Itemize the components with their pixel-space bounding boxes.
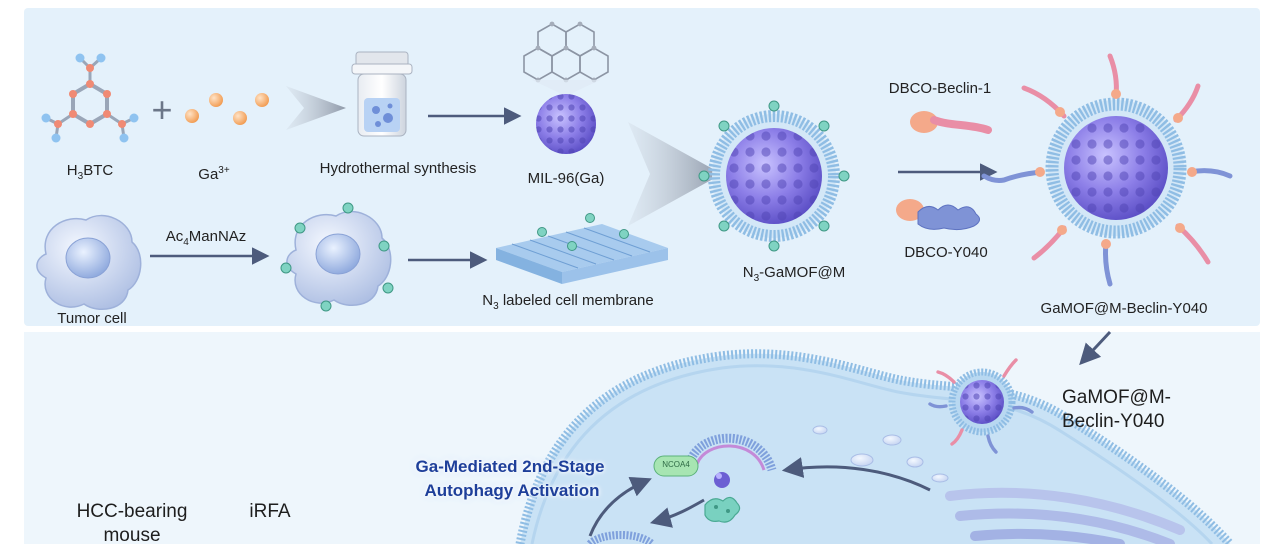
reactor-vessel — [351, 51, 413, 137]
er-stack-1 — [945, 487, 1185, 535]
cell-membrane — [515, 349, 1234, 544]
arrow-phagophore-down — [649, 498, 705, 528]
vesicles — [812, 425, 949, 483]
hcc-mouse-line1: HCC-bearing — [76, 501, 188, 522]
plus-sign: + — [151, 89, 173, 130]
irfa-label: iRFA — [249, 501, 291, 522]
h3btc-label: H3BTC — [66, 162, 114, 182]
membrane-patch — [496, 213, 668, 284]
gamof-beclin-y040-small — [928, 358, 1034, 454]
gamof-beclin-y040-large — [981, 53, 1233, 287]
n3-gamof-particle — [698, 100, 850, 252]
mil96-label: MIL-96(Ga) — [527, 170, 605, 187]
ga-ions — [185, 93, 269, 125]
ncoa4-label: NCOA4 — [662, 460, 690, 469]
h3btc-molecule — [41, 53, 139, 143]
dbco-y040-molecule — [896, 199, 980, 231]
hydrothermal-label: Hydrothermal synthesis — [319, 160, 477, 177]
n3-gamof-label: N3-GaMOF@M — [742, 264, 846, 284]
arrow-final-to-cell — [1079, 330, 1112, 366]
funnel-arrow-2 — [628, 122, 722, 226]
ac4mannaz-label: Ac4ManNAz — [165, 228, 247, 248]
gamof-beclin-y040-label: GaMOF@M-Beclin-Y040 — [1040, 300, 1208, 317]
ncoa4-protein — [653, 455, 699, 477]
arrow-er-to-phagophore — [781, 457, 931, 492]
dbco-beclin-peptide — [910, 111, 992, 134]
phagophore-bottom — [586, 530, 655, 544]
funnel-arrow-1 — [286, 86, 346, 130]
phagophore — [685, 433, 777, 523]
dbco-beclin-label: DBCO-Beclin-1 — [888, 80, 992, 97]
mil96-sphere — [536, 94, 596, 154]
tumor-cell — [36, 214, 142, 311]
hcc-mouse-line2: mouse — [103, 525, 161, 544]
ga-label: Ga3+ — [198, 165, 230, 183]
er-stack-3 — [970, 528, 1125, 544]
particle-label-line2: Beclin-Y040 — [1062, 411, 1165, 432]
dbco-y040-label: DBCO-Y040 — [904, 244, 988, 261]
er-stack-2 — [955, 508, 1175, 544]
n3-membrane-label: N3 labeled cell membrane — [482, 292, 654, 312]
tumor-cell-label: Tumor cell — [57, 310, 127, 327]
labeled-tumor-cell — [280, 202, 394, 312]
autophagy-title-line2: Autophagy Activation — [424, 481, 600, 500]
crystal-zoom-cone — [532, 80, 600, 96]
particle-label-line1: GaMOF@M- — [1062, 387, 1171, 408]
arrow-to-autophagy-label — [588, 476, 652, 537]
cell-membrane-inner — [530, 364, 1214, 544]
autophagy-title-line1: Ga-Mediated 2nd-Stage — [415, 457, 605, 476]
